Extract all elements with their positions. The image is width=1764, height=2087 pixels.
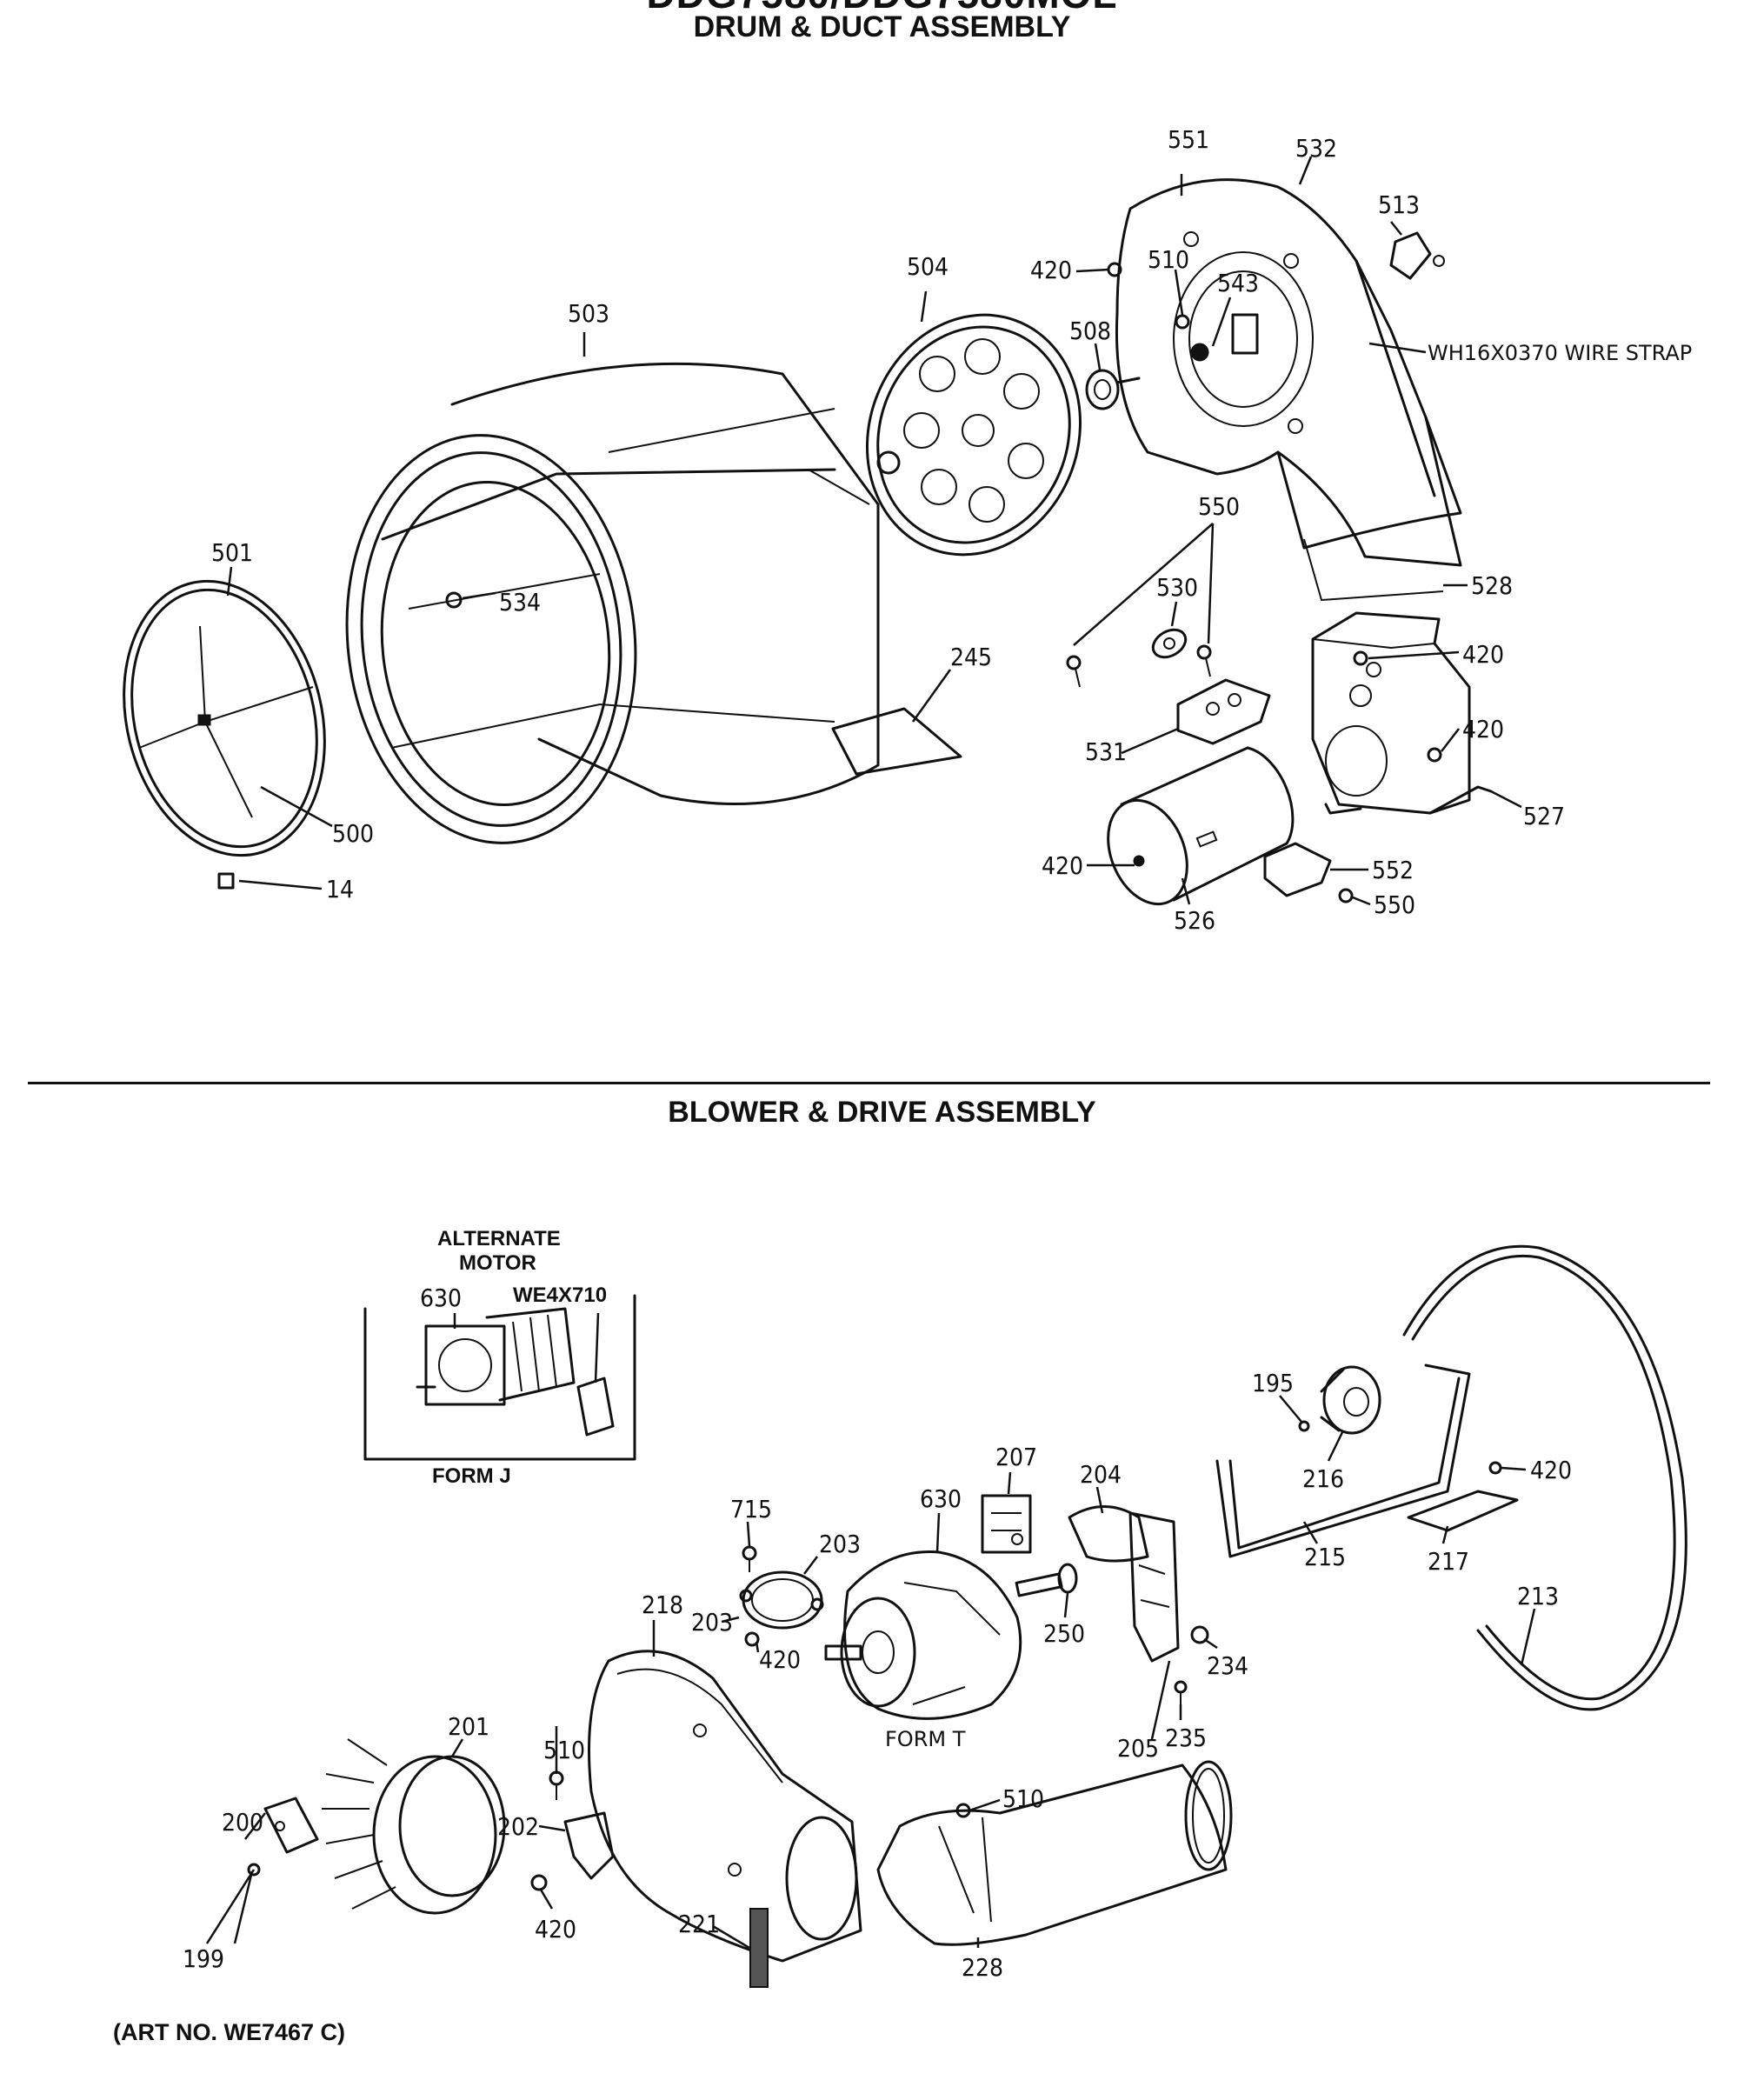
terminal-block-552 bbox=[1263, 842, 1354, 903]
label-215: 215 bbox=[1304, 1543, 1346, 1571]
label-204: 204 bbox=[1080, 1460, 1122, 1489]
motor-mount-204 bbox=[1068, 1505, 1209, 1709]
label-531: 531 bbox=[1085, 737, 1127, 766]
bracket-531 bbox=[1176, 678, 1271, 745]
blower-housing-532 bbox=[1115, 178, 1462, 602]
screw-534 bbox=[445, 591, 496, 609]
label-503: 503 bbox=[568, 299, 609, 328]
label-form-j: FORM J bbox=[432, 1464, 511, 1488]
label-form-t: FORM T bbox=[885, 1727, 966, 1751]
label-217: 217 bbox=[1428, 1547, 1469, 1576]
label-228: 228 bbox=[962, 1953, 1003, 1982]
bracket-217 bbox=[1407, 1461, 1519, 1532]
drum-rear-panel-504 bbox=[865, 313, 1082, 557]
label-420-belt: 420 bbox=[1530, 1456, 1572, 1484]
label-420-heater: 420 bbox=[1042, 851, 1083, 880]
label-207: 207 bbox=[995, 1443, 1037, 1471]
art-number: (ART NO. WE7467 C) bbox=[113, 2019, 346, 2045]
label-513: 513 bbox=[1378, 190, 1420, 219]
label-510-duct: 510 bbox=[1002, 1784, 1044, 1813]
label-203-lower: 203 bbox=[691, 1608, 733, 1637]
blower-wheel-201 bbox=[322, 1738, 506, 1915]
screw-510 bbox=[1175, 314, 1190, 330]
label-199: 199 bbox=[183, 1944, 224, 1973]
thermal-fuse-513 bbox=[1389, 231, 1445, 280]
label-218: 218 bbox=[642, 1590, 683, 1619]
label-235: 235 bbox=[1165, 1724, 1207, 1752]
washer-195 bbox=[1298, 1420, 1310, 1432]
idler-arm-215 bbox=[1215, 1364, 1471, 1558]
label-527: 527 bbox=[1523, 802, 1565, 830]
label-508: 508 bbox=[1069, 317, 1111, 345]
label-alternate: ALTERNATE bbox=[437, 1227, 561, 1250]
label-420-box-side: 420 bbox=[1462, 715, 1504, 743]
label-221: 221 bbox=[678, 1910, 720, 1938]
label-510-blower: 510 bbox=[543, 1736, 585, 1764]
blower-housing-218 bbox=[588, 1650, 862, 1963]
drum-503 bbox=[345, 362, 880, 844]
screw-550-pair bbox=[1066, 644, 1212, 688]
section-divider bbox=[28, 1082, 1710, 1084]
gasket-245 bbox=[831, 707, 962, 776]
bearing-508 bbox=[1085, 369, 1141, 410]
label-motor: MOTOR bbox=[459, 1251, 536, 1275]
label-250: 250 bbox=[1043, 1619, 1085, 1648]
label-wire-strap: WH16X0370 WIRE STRAP bbox=[1428, 341, 1692, 365]
bracket-202 bbox=[530, 1770, 615, 1891]
label-550-lower: 550 bbox=[1374, 890, 1415, 919]
label-543: 543 bbox=[1217, 269, 1259, 297]
label-203-upper: 203 bbox=[819, 1530, 861, 1558]
label-510: 510 bbox=[1148, 245, 1189, 274]
label-526: 526 bbox=[1174, 906, 1215, 935]
blower-leader-lines bbox=[205, 1395, 1536, 1950]
label-420-clamp: 420 bbox=[759, 1645, 801, 1674]
drive-motor-630 bbox=[824, 1550, 1078, 1720]
label-213: 213 bbox=[1517, 1582, 1559, 1610]
label-550-upper: 550 bbox=[1198, 492, 1240, 521]
drive-belt-213 bbox=[1402, 1244, 1687, 1711]
label-551: 551 bbox=[1168, 125, 1209, 154]
label-528: 528 bbox=[1471, 571, 1513, 600]
drum-leader-lines bbox=[226, 156, 1522, 906]
bracket-200 bbox=[247, 1797, 319, 1877]
label-202: 202 bbox=[497, 1812, 539, 1841]
label-201: 201 bbox=[448, 1712, 489, 1741]
label-534: 534 bbox=[499, 588, 541, 617]
drum-duct-assembly-title: DRUM & DUCT ASSEMBLY bbox=[693, 10, 1071, 43]
label-we4x710: WE4X710 bbox=[513, 1284, 607, 1307]
label-715: 715 bbox=[730, 1495, 772, 1524]
front-seal-ring-501 bbox=[123, 579, 326, 857]
exhaust-duct-228 bbox=[876, 1760, 1233, 1946]
label-216: 216 bbox=[1302, 1464, 1344, 1493]
label-234: 234 bbox=[1207, 1651, 1248, 1680]
label-420-box-top: 420 bbox=[1462, 640, 1504, 669]
label-552: 552 bbox=[1372, 856, 1414, 884]
label-205: 205 bbox=[1117, 1734, 1159, 1763]
foam-seal-221 bbox=[749, 1908, 769, 1988]
idler-pulley-216 bbox=[1320, 1365, 1381, 1435]
label-630-motor: 630 bbox=[920, 1484, 962, 1513]
label-195: 195 bbox=[1252, 1369, 1294, 1397]
motor-clamp-203 bbox=[739, 1545, 824, 1647]
heater-box-527 bbox=[1311, 611, 1493, 815]
label-500: 500 bbox=[332, 819, 374, 848]
label-501: 501 bbox=[211, 538, 253, 567]
heater-526 bbox=[1107, 746, 1295, 906]
label-420-housing: 420 bbox=[1030, 256, 1072, 284]
model-number-title: DDG7580/DDG7580MOL bbox=[0, 0, 1764, 17]
label-530: 530 bbox=[1156, 573, 1198, 602]
clip-14 bbox=[217, 872, 235, 890]
blower-drive-assembly-title: BLOWER & DRIVE ASSEMBLY bbox=[668, 1096, 1096, 1129]
label-504: 504 bbox=[907, 252, 949, 281]
label-245: 245 bbox=[950, 643, 992, 671]
thermostat-530 bbox=[1151, 628, 1188, 659]
alternate-motor-box bbox=[363, 1294, 636, 1461]
label-630-alternate: 630 bbox=[420, 1284, 462, 1312]
motor-switch-207 bbox=[981, 1494, 1032, 1554]
label-14: 14 bbox=[326, 875, 354, 903]
label-532: 532 bbox=[1295, 134, 1337, 163]
label-200: 200 bbox=[222, 1808, 263, 1837]
label-420-blower: 420 bbox=[535, 1915, 576, 1944]
